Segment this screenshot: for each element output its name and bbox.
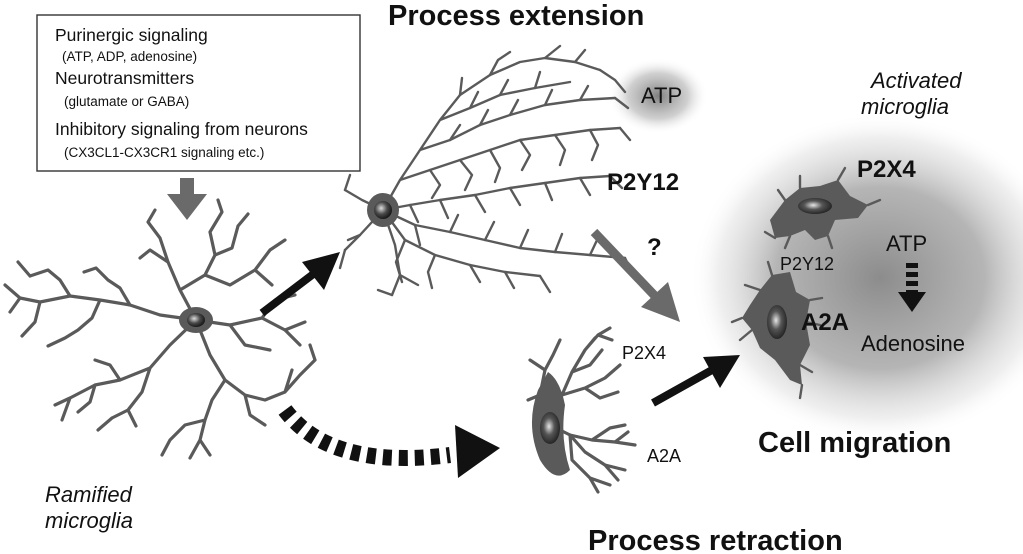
box-line-neurotransmitters: Neurotransmitters xyxy=(55,68,194,88)
ramified-microglia-cell xyxy=(3,198,317,460)
box-line-purinergic: Purinergic signaling xyxy=(55,25,208,45)
label-a2a-retraction: A2A xyxy=(647,446,681,466)
box-sub-inhibitory: (CX3CL1-CX3CR1 signaling etc.) xyxy=(64,145,264,160)
arrow-retraction-to-migration xyxy=(651,355,740,407)
activated-halo xyxy=(690,113,1023,443)
process-retraction-cell xyxy=(526,326,637,494)
label-activated-microglia: microglia xyxy=(861,94,949,119)
label-adenosine: Adenosine xyxy=(861,331,965,356)
label-p2y12-extension: P2Y12 xyxy=(607,169,679,196)
label-p2x4-retraction: P2X4 xyxy=(622,343,666,363)
arrow-ramified-to-extension xyxy=(259,252,340,317)
box-sub-purinergic: (ATP, ADP, adenosine) xyxy=(62,49,197,64)
dashed-arrow-atp-to-adenosine xyxy=(898,263,926,312)
activated-cell-lower xyxy=(730,260,824,400)
label-a2a-activated: A2A xyxy=(801,309,849,336)
label-activated: Activated xyxy=(869,68,962,93)
atp-halo xyxy=(608,58,708,134)
label-p2y12-activated: P2Y12 xyxy=(780,254,834,274)
process-extension-cell xyxy=(338,44,634,297)
label-p2x4-activated: P2X4 xyxy=(857,156,916,183)
label-atp-activated: ATP xyxy=(886,231,927,256)
box-down-arrow xyxy=(167,178,207,220)
title-process-retraction: Process retraction xyxy=(588,525,843,554)
label-atp-extension: ATP xyxy=(641,83,682,108)
box-sub-neurotransmitters: (glutamate or GABA) xyxy=(64,94,189,109)
label-ramified: Ramified xyxy=(45,482,133,507)
arrow-extension-to-migration xyxy=(590,228,680,322)
title-cell-migration: Cell migration xyxy=(758,427,951,459)
question-mark: ? xyxy=(647,234,662,261)
label-ramified-microglia: microglia xyxy=(45,508,133,533)
dashed-arrow-ramified-to-retraction xyxy=(278,404,500,478)
activated-cell-upper xyxy=(763,166,882,250)
signaling-info-box: Purinergic signaling (ATP, ADP, adenosin… xyxy=(36,14,361,172)
title-process-extension: Process extension xyxy=(388,0,644,32)
box-line-inhibitory: Inhibitory signaling from neurons xyxy=(55,119,308,139)
